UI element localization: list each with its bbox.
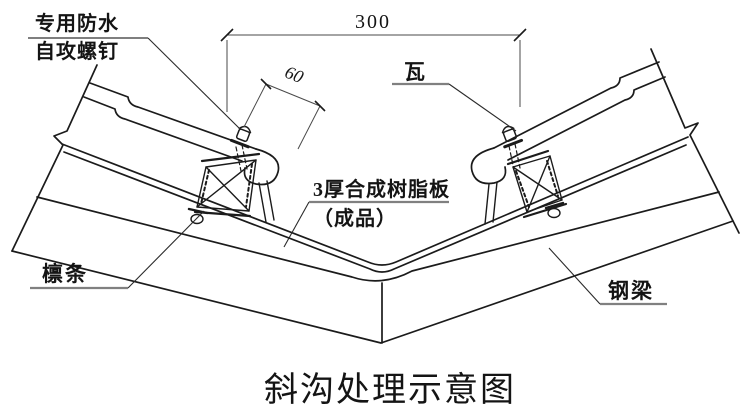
tile-label-leader [448, 83, 517, 132]
resin-label-leader [283, 201, 310, 248]
purlin-label-leader [127, 210, 205, 289]
dimension-300 [220, 28, 527, 112]
left-tile-support-post [258, 180, 275, 223]
right-bracket-x-brace [512, 155, 563, 213]
left-tile-end-curl [243, 148, 280, 186]
left-break-line [11, 64, 98, 252]
right-tile-support-post [484, 181, 498, 225]
right-break-line [650, 48, 740, 234]
steel-beam-label: 钢梁 [608, 279, 654, 303]
beam-label-leader [548, 247, 601, 305]
drawing-title: 斜沟处理示意图 [264, 371, 516, 409]
right-purlin-bracket [506, 149, 568, 219]
screw-label-line1: 专用防水 [35, 11, 119, 35]
tile-label: 瓦 [404, 60, 427, 84]
left-purlin-bracket [187, 152, 261, 225]
left-self-tapping-screw [229, 125, 252, 172]
dimension-60 [243, 78, 326, 150]
dimension-60-value: 60 [282, 62, 306, 87]
right-self-tapping-screw [501, 125, 524, 171]
screw-label-leader [147, 37, 241, 130]
purlin-label: 檩条 [42, 262, 88, 286]
screw-label-line2: 自攻螺钉 [35, 39, 119, 63]
right-roof-tile [470, 61, 666, 225]
right-tile-end-curl [470, 147, 507, 185]
resin-valley-board [61, 136, 689, 273]
left-roof-tile [83, 82, 280, 223]
resin-board-label-line1: 3厚合成树脂板 [313, 177, 450, 201]
dimension-300-value: 300 [355, 11, 391, 33]
resin-board-label-line2: （成品） [313, 206, 397, 230]
right-bracket-bottom-screw [544, 201, 565, 219]
left-bracket-bottom-screw [187, 207, 209, 225]
